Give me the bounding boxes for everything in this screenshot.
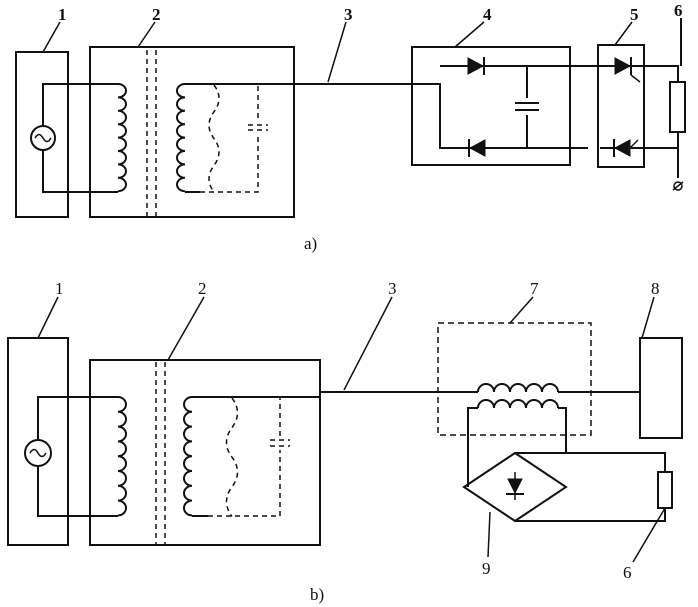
- thyristor-icon: [614, 57, 641, 83]
- generator-icon: [24, 439, 52, 467]
- distributed-capacitance-wire: [200, 84, 259, 193]
- resistor-icon: [657, 471, 673, 509]
- label-6-a: 6: [674, 1, 683, 20]
- label-4-a: 4: [483, 5, 492, 24]
- label-5-a: 5: [630, 5, 639, 24]
- generator-wire-a: [42, 83, 118, 193]
- sensor-dashed-box-7: [437, 322, 592, 436]
- transformer-box-a: [89, 46, 295, 218]
- transformer-box-b: [89, 359, 321, 546]
- label-2-b: 2: [198, 279, 207, 298]
- caption-b: b): [310, 585, 324, 604]
- leader-line: [327, 21, 347, 83]
- leader-line: [509, 296, 534, 324]
- generator-icon: [30, 125, 56, 151]
- output-wire-a: [600, 65, 679, 178]
- generator-box-a: [15, 51, 69, 218]
- label-8-b: 8: [651, 279, 660, 298]
- leader-line: [614, 21, 633, 46]
- label-1-a: 1: [58, 5, 67, 24]
- diode-icon: [467, 57, 485, 75]
- leader-line: [632, 507, 666, 563]
- leader-line: [167, 296, 205, 361]
- rectifier-box-a: [411, 46, 571, 166]
- load-box-8: [639, 337, 683, 439]
- transformer-secondary-coil-icon: [183, 396, 193, 517]
- leader-line: [487, 511, 491, 558]
- generator-wire-b: [37, 396, 118, 517]
- leader-line: [37, 296, 59, 339]
- label-3-b: 3: [388, 279, 397, 298]
- resistor-icon: [669, 81, 686, 133]
- diode-icon: [506, 472, 524, 500]
- distributed-winding-wave: [225, 397, 239, 517]
- figure-b: 1 2 3 7 8 9 6 b): [7, 279, 683, 604]
- capacitor-icon: [270, 439, 290, 447]
- reactor-coil-icon: [477, 399, 559, 409]
- capacitor-icon: [515, 102, 539, 111]
- label-2-a: 2: [152, 5, 161, 24]
- label-1-b: 1: [55, 279, 64, 298]
- label-7-b: 7: [530, 279, 539, 298]
- leader-line: [641, 296, 655, 339]
- label-9-b: 9: [482, 559, 491, 578]
- leader-line: [42, 21, 61, 53]
- distributed-capacitance-wire: [208, 397, 281, 517]
- secondary-wire-b: [192, 396, 320, 517]
- transformer-secondary-coil-icon: [176, 83, 186, 193]
- bridge-output-wire: [515, 452, 666, 522]
- label-3-a: 3: [344, 5, 353, 24]
- caption-a: a): [304, 234, 317, 253]
- ground-icon: [672, 181, 684, 191]
- secondary-coil-leads: [467, 407, 567, 487]
- label-6-b: 6: [623, 563, 632, 582]
- leader-line: [137, 21, 156, 48]
- rectifier-wire-a: [412, 65, 600, 149]
- transformer-primary-coil-icon: [117, 396, 127, 517]
- leader-line: [454, 21, 485, 48]
- capacitor-icon: [248, 124, 268, 131]
- diode-icon: [468, 139, 486, 157]
- leader-line: [343, 296, 393, 391]
- reactor-coil-icon: [477, 383, 559, 393]
- distributed-winding-wave: [208, 84, 220, 193]
- figure-a: 1 2 3 4 5 6 a): [15, 1, 686, 253]
- thyristor-box-a: [597, 44, 645, 168]
- transformer-primary-coil-icon: [117, 83, 127, 193]
